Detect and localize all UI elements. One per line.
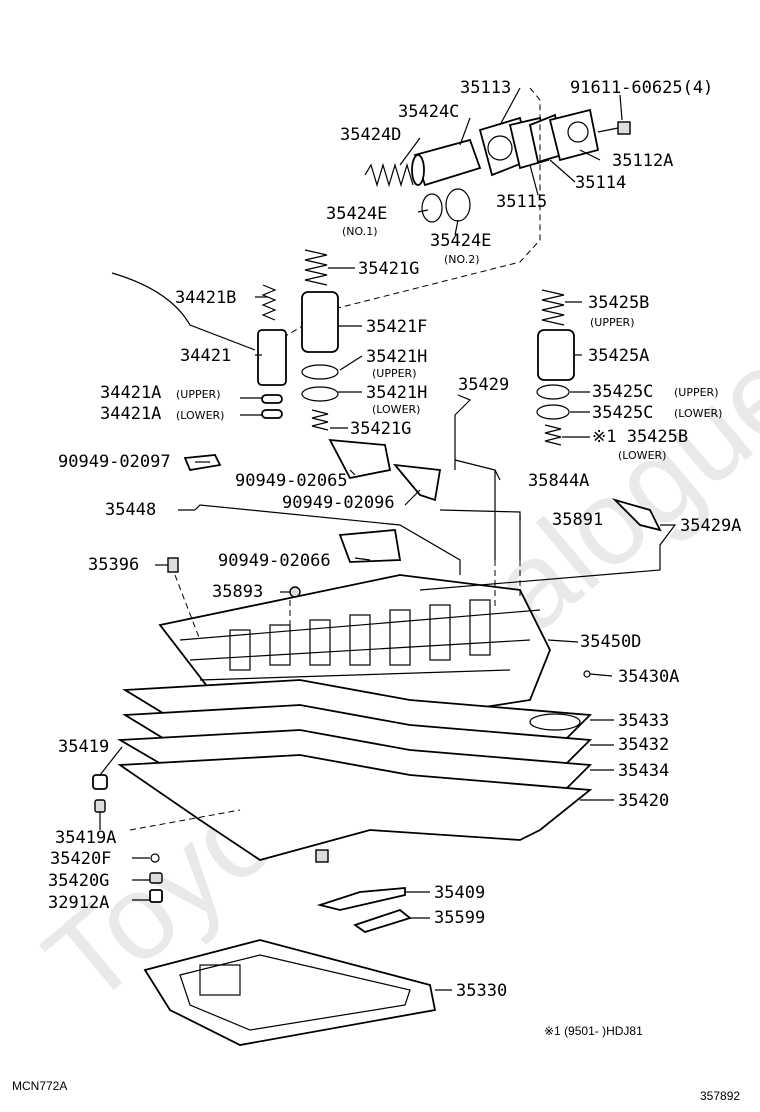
label-lower-2: (LOWER) — [176, 409, 224, 422]
label-35421H-lower: 35421H — [366, 383, 427, 403]
label-35430A: 35430A — [618, 667, 679, 687]
label-35421G-top: 35421G — [358, 259, 419, 279]
label-35844A: 35844A — [528, 471, 589, 491]
label-35599: 35599 — [434, 908, 485, 928]
accumulator-right — [536, 289, 575, 446]
label-35891: 35891 — [552, 510, 603, 530]
label-35425B-upper: 35425B — [588, 293, 649, 313]
label-35420: 35420 — [618, 791, 669, 811]
footer-left-code: MCN772A — [12, 1079, 67, 1093]
label-no1: (NO.1) — [342, 225, 378, 238]
label-35421G-bottom: 35421G — [350, 419, 411, 439]
small-parts — [92, 774, 163, 903]
leader-lines — [99, 87, 677, 991]
label-35425C-lower: 35425C — [592, 403, 653, 423]
label-upper-2: (UPPER) — [372, 367, 417, 380]
accumulator-left — [257, 284, 287, 419]
label-35450D: 35450D — [580, 632, 641, 652]
label-35114: 35114 — [575, 173, 626, 193]
labels: 35113 91611-60625(4) 35424C 35424D 35112… — [12, 78, 741, 1103]
label-35425C-upper: 35425C — [592, 382, 653, 402]
label-35433: 35433 — [618, 711, 669, 731]
label-35448: 35448 — [105, 500, 156, 520]
label-90949-02097: 90949-02097 — [58, 452, 171, 472]
plates — [116, 679, 593, 863]
label-lower-3: (LOWER) — [674, 407, 722, 420]
label-35419: 35419 — [58, 737, 109, 757]
label-35420F: 35420F — [50, 849, 111, 869]
label-no2: (NO.2) — [444, 253, 480, 266]
label-35420G: 35420G — [48, 871, 109, 891]
label-35425B-lower: ※1 35425B — [592, 427, 688, 447]
accumulator-center — [301, 249, 339, 431]
label-32912A: 32912A — [48, 893, 109, 913]
label-35419A: 35419A — [55, 828, 116, 848]
footer-right-code: 357892 — [700, 1089, 740, 1103]
label-34421A-lower: 34421A — [100, 404, 161, 424]
oil-pan — [143, 939, 437, 1046]
label-35396: 35396 — [88, 555, 139, 575]
label-35421F: 35421F — [366, 317, 427, 337]
label-34421B: 34421B — [175, 288, 236, 308]
label-34421: 34421 — [180, 346, 231, 366]
label-35425A: 35425A — [588, 346, 649, 366]
label-90949-02066: 90949-02066 — [218, 551, 331, 571]
cover-group — [269, 87, 631, 346]
label-35115: 35115 — [496, 192, 547, 212]
label-90949-02065: 90949-02065 — [235, 471, 348, 491]
label-upper-4: (UPPER) — [674, 386, 719, 399]
label-upper-3: (UPPER) — [176, 388, 221, 401]
clips — [316, 887, 412, 933]
label-35424E-2: 35424E — [430, 231, 491, 251]
label-35424C: 35424C — [398, 102, 459, 122]
label-91611-60625: 91611-60625(4) — [570, 78, 713, 98]
label-35330: 35330 — [456, 981, 507, 1001]
footnote: ※1 (9501- )HDJ81 — [544, 1024, 643, 1038]
label-90949-02096: 90949-02096 — [282, 493, 395, 513]
label-34421A-upper: 34421A — [100, 383, 161, 403]
label-35112A: 35112A — [612, 151, 673, 171]
label-35424D: 35424D — [340, 125, 401, 145]
label-35424E-1: 35424E — [326, 204, 387, 224]
label-lower-4: (LOWER) — [618, 449, 666, 462]
label-upper-1: (UPPER) — [590, 316, 635, 329]
label-35434: 35434 — [618, 761, 669, 781]
label-35421H-upper: 35421H — [366, 347, 427, 367]
label-lower-1: (LOWER) — [372, 403, 420, 416]
label-35429A: 35429A — [680, 516, 741, 536]
label-35409: 35409 — [434, 883, 485, 903]
label-35432: 35432 — [618, 735, 669, 755]
label-35113: 35113 — [460, 78, 511, 98]
label-35893: 35893 — [212, 582, 263, 602]
label-35429: 35429 — [458, 375, 509, 395]
